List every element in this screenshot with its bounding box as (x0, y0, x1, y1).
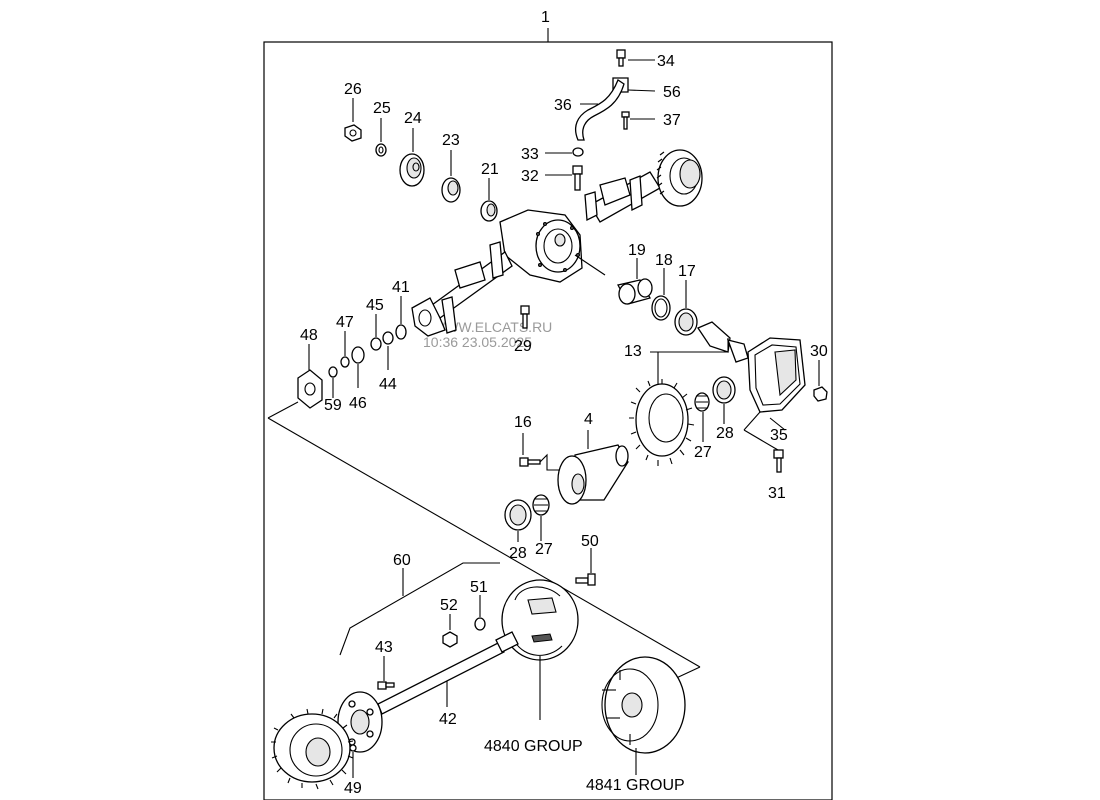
bolt-32 (545, 165, 583, 191)
part-label-33: 33 (521, 146, 539, 163)
part-label-36: 36 (554, 97, 572, 114)
bolt-31 (743, 429, 784, 473)
part-label-49: 49 (344, 780, 362, 797)
part-label-4: 4 (584, 411, 593, 428)
part-label-59: 59 (324, 397, 342, 414)
part-label-44: 44 (379, 376, 397, 393)
part-label-34: 34 (657, 53, 675, 70)
bolt-16 (519, 433, 560, 471)
washer-25 (375, 118, 387, 157)
nut-52 (442, 614, 458, 648)
part-label-32: 32 (521, 168, 539, 185)
part-label-31: 31 (768, 485, 786, 502)
race-27-left (532, 494, 550, 541)
breather-assembly (574, 49, 656, 141)
part-label-35: 35 (770, 427, 788, 444)
part-label-16: 16 (514, 414, 532, 431)
group-label-4841: 4841 GROUP (586, 777, 685, 794)
part-label-25: 25 (373, 100, 391, 117)
part-label-37: 37 (663, 112, 681, 129)
brake-drum-left (271, 708, 357, 790)
companion-flange-24 (399, 128, 425, 187)
bearing-28-left (504, 499, 532, 542)
bearing-28-right (712, 376, 736, 424)
part-label-27-right: 27 (694, 444, 712, 461)
part-label-18: 18 (655, 252, 673, 269)
part-label-30: 30 (810, 343, 828, 360)
part-label-45: 45 (366, 297, 384, 314)
diagram-frame (263, 41, 833, 800)
part-label-21: 21 (481, 161, 499, 178)
axle-flange (337, 691, 383, 753)
part-label-13: 13 (624, 343, 642, 360)
part-label-42: 42 (439, 711, 457, 728)
assembly-label: 1 (541, 9, 550, 26)
hub-parts-left (297, 296, 407, 409)
part-label-48: 48 (300, 327, 318, 344)
part-label-23: 23 (442, 132, 460, 149)
watermark-line-1: WWW.ELCATS.RU (432, 319, 552, 335)
bolt-29 (520, 305, 530, 329)
plug-33 (545, 147, 584, 157)
part-label-17: 17 (678, 263, 696, 280)
part-label-27-left: 27 (535, 541, 553, 558)
cover-35 (743, 337, 806, 431)
ring-and-pinion-13 (629, 321, 749, 466)
part-label-29: 29 (514, 338, 532, 355)
differential-case-4 (557, 430, 629, 505)
group-label-4840: 4840 GROUP (484, 738, 583, 755)
part-label-60: 60 (393, 552, 411, 569)
bolt-43 (377, 656, 395, 690)
brake-backing-plate (501, 579, 579, 720)
part-label-26: 26 (344, 81, 362, 98)
brake-drum-right (601, 656, 686, 775)
part-label-51: 51 (470, 579, 488, 596)
shim-18 (651, 268, 671, 321)
nut-30 (813, 360, 828, 402)
oil-seal-23 (441, 150, 461, 203)
part-label-28-left: 28 (509, 545, 527, 562)
watermark-line-2: 10:36 23.05.2025 (423, 334, 532, 350)
part-label-41: 41 (392, 279, 410, 296)
part-label-43: 43 (375, 639, 393, 656)
part-label-52: 52 (440, 597, 458, 614)
race-27-right (694, 392, 710, 442)
part-label-24: 24 (404, 110, 422, 127)
part-label-47: 47 (336, 314, 354, 331)
bearing-21 (480, 178, 498, 222)
spacer-19 (617, 258, 653, 305)
part-label-28-right: 28 (716, 425, 734, 442)
washer-51 (474, 595, 486, 631)
part-label-46: 46 (349, 395, 367, 412)
part-label-19: 19 (628, 242, 646, 259)
pinion-nut-26 (344, 98, 362, 142)
part-label-50: 50 (581, 533, 599, 550)
bearing-17 (674, 280, 698, 336)
axle-housing (411, 149, 703, 337)
bolt-50 (575, 548, 596, 586)
part-label-56: 56 (663, 84, 681, 101)
